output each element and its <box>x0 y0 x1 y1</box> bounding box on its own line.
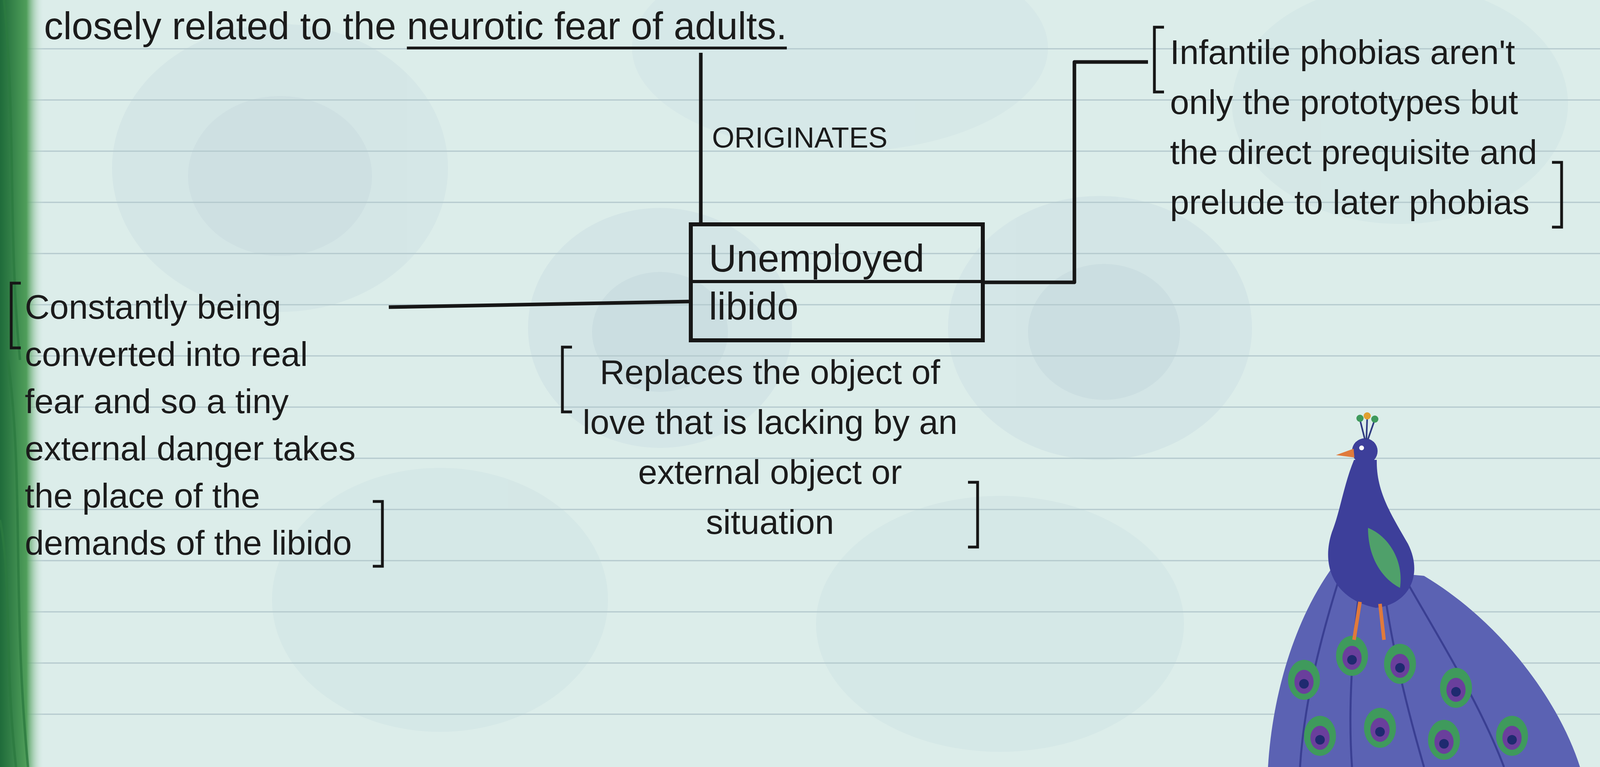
bracket-note: Infantile phobias aren't only the protot… <box>1148 24 1568 231</box>
node-text: Constantly being converted into real fea… <box>24 283 369 567</box>
bracket-stroke <box>968 482 978 548</box>
close-bracket <box>965 480 982 549</box>
node-text: Unemployed libido <box>708 234 973 331</box>
connector-line <box>388 301 689 308</box>
node-text: Infantile phobias aren't only the protot… <box>1170 27 1546 228</box>
open-bracket <box>7 281 24 350</box>
bracket-stroke <box>1552 162 1562 228</box>
close-bracket <box>1549 160 1566 229</box>
note-text: Replaces the object of love that is lack… <box>578 347 962 548</box>
bracket-stroke <box>11 283 21 348</box>
bracket-stroke <box>372 501 383 567</box>
connector-line <box>699 52 703 223</box>
open-bracket <box>1150 25 1167 94</box>
edge-label: ORIGINATES <box>712 119 888 156</box>
bracket-note: Constantly being converted into real fea… <box>4 280 389 570</box>
note-label: Replaces the object of love that is lack… <box>556 344 984 551</box>
peacock-illustration <box>1268 412 1580 767</box>
bracket-stroke <box>1154 27 1164 92</box>
connector-line <box>984 62 1148 283</box>
process-box: Unemployed libido <box>688 222 985 343</box>
text-heading: closely related to the neurotic fear of … <box>44 2 1172 53</box>
box-divider <box>692 280 981 284</box>
bracket-stroke <box>562 347 572 412</box>
close-bracket <box>370 500 387 568</box>
node-text: closely related to the neurotic fear of … <box>44 2 1172 50</box>
feather-strokes <box>0 0 28 767</box>
feather-eyes <box>112 0 1568 752</box>
open-bracket <box>558 345 575 414</box>
